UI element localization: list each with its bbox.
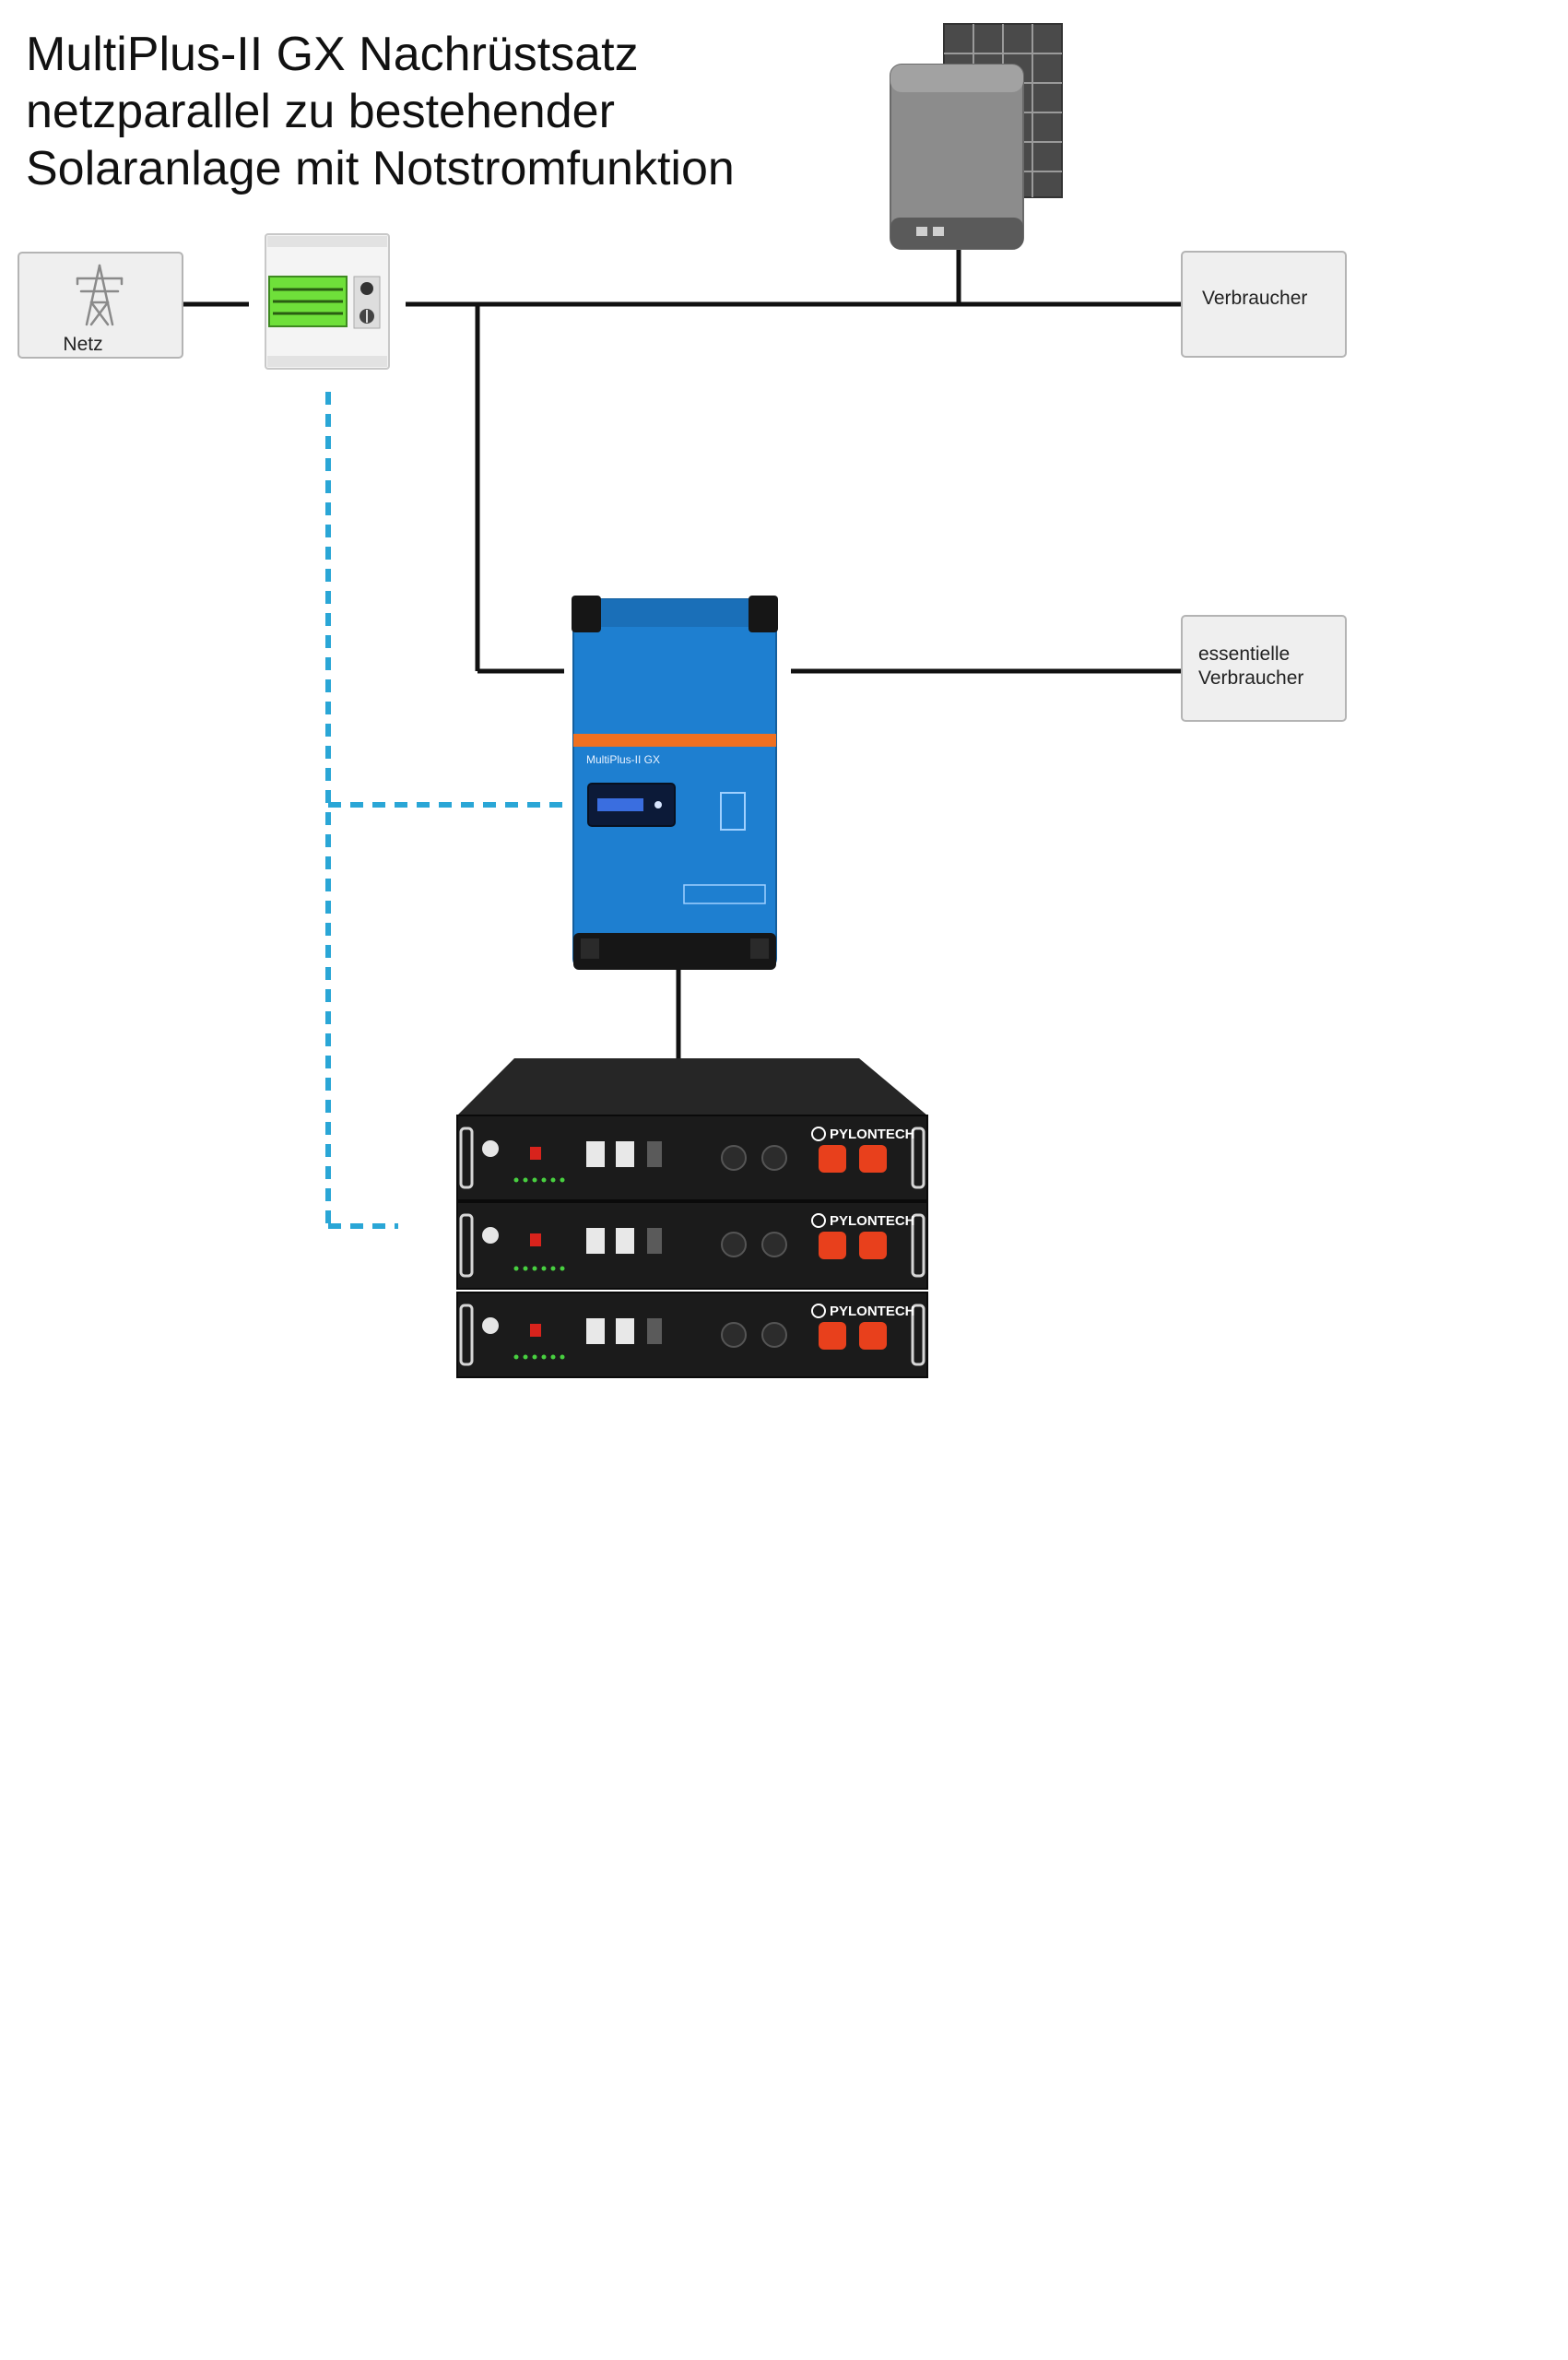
loads-box [1181, 251, 1347, 358]
essential-loads-node: essentielle Verbraucher [1181, 615, 1347, 722]
battery-top [457, 1058, 927, 1115]
grid-node: Netz [18, 252, 183, 359]
essential-loads-label-2: Verbraucher [1198, 667, 1303, 689]
title-line-1: MultiPlus-II GX Nachrüstsatz [26, 28, 639, 81]
grid-box [18, 252, 183, 359]
loads-node: Verbraucher [1181, 251, 1347, 358]
battery-module-icon: PYLONTECH [456, 1292, 928, 1378]
title-line-3: Solaranlage mit Notstromfunktion [26, 142, 735, 195]
inverter-bracket-tl [572, 596, 601, 632]
essential-loads-box [1181, 615, 1347, 722]
battery-brand-label: PYLONTECH [830, 1304, 915, 1319]
loads-label: Verbraucher [1202, 288, 1307, 309]
grid-label: Netz [63, 334, 102, 355]
inverter-bracket-tr [749, 596, 778, 632]
battery-module-icon: PYLONTECH [456, 1115, 928, 1201]
battery-module-icon: PYLONTECH [456, 1201, 928, 1290]
essential-loads-label-1: essentielle [1198, 643, 1290, 665]
ac-wiring [183, 247, 1189, 1058]
inverter-icon: MultiPlus-II GX [572, 596, 778, 970]
comm-wiring [325, 392, 564, 1229]
power-pylon-icon [76, 264, 124, 326]
battery-stack: PYLONTECH PYLONTECH PYLONTECH [456, 1058, 928, 1378]
diagram-title: MultiPlus-II GX Nachrüstsatz netzparalle… [26, 26, 855, 197]
battery-brand-label: PYLONTECH [830, 1127, 915, 1142]
battery-brand-label: PYLONTECH [830, 1213, 915, 1229]
energy-meter-icon [265, 233, 390, 370]
inverter-name: MultiPlus-II GX [586, 753, 660, 766]
solar-panel-inverter-icon [890, 23, 1063, 250]
title-line-2: netzparallel zu bestehender [26, 85, 615, 138]
